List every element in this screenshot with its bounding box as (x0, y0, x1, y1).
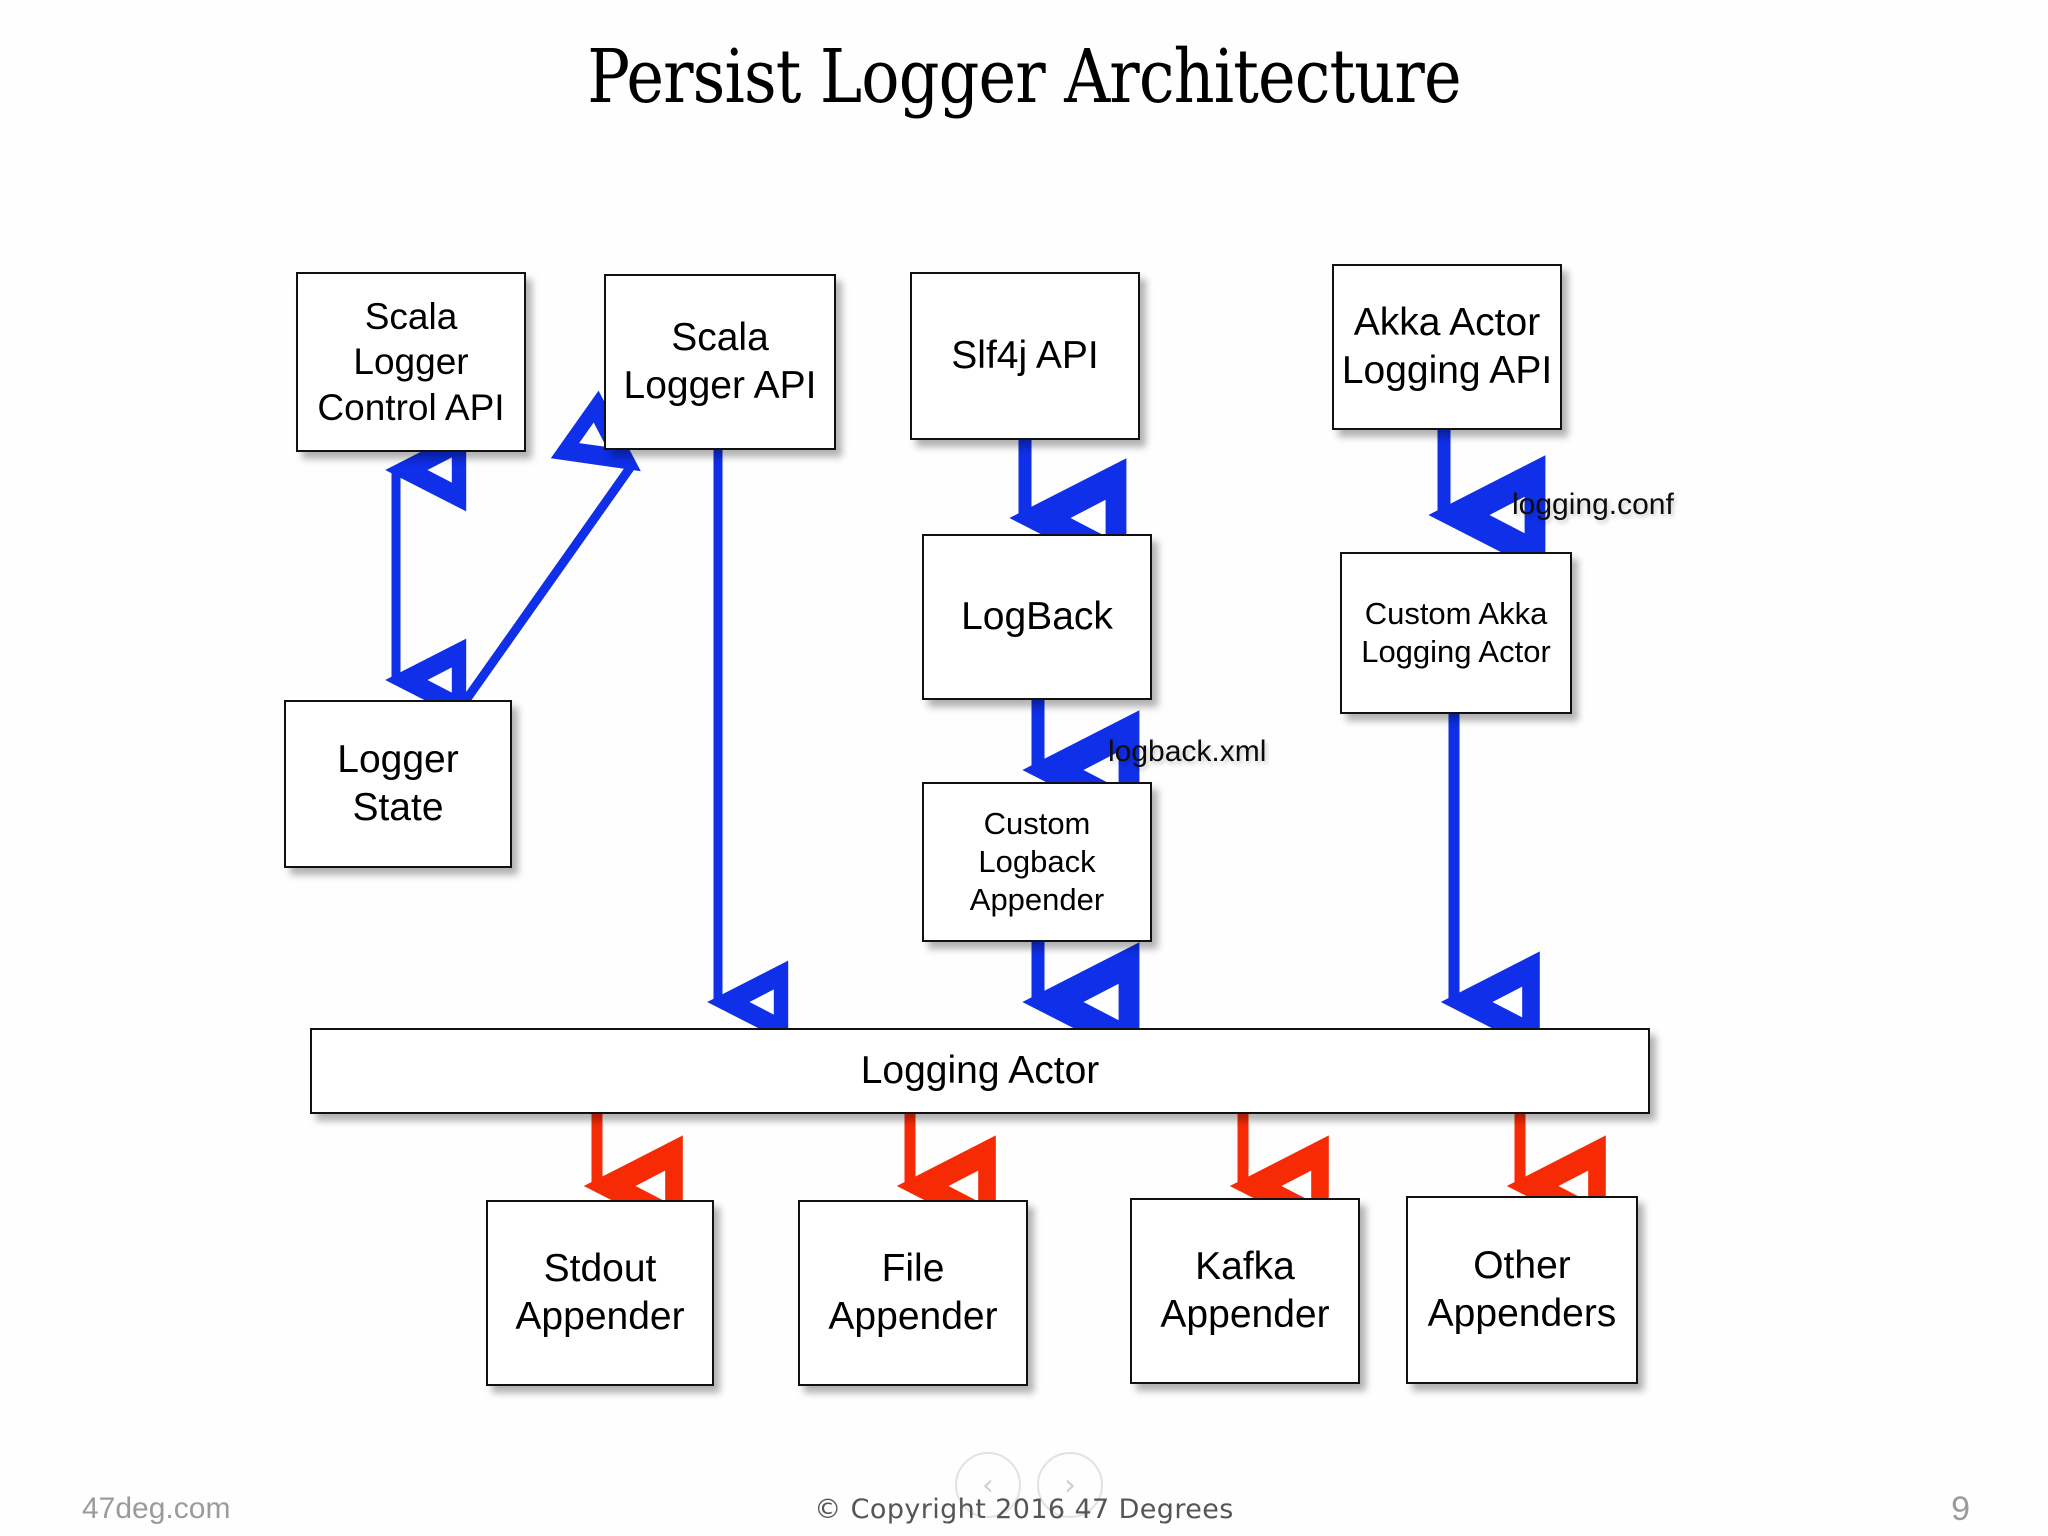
page-title: Persist Logger Architecture (587, 34, 1461, 120)
chevron-right-icon: › (1064, 1467, 1076, 1503)
annotation-logging-conf: logging.conf (1512, 488, 1674, 521)
copyright-text: © Copyright 2016 47 Degrees (814, 1494, 1234, 1525)
chevron-left-icon: ‹ (982, 1467, 994, 1503)
next-slide-button[interactable]: › (1037, 1452, 1103, 1518)
annotation-logback-xml: logback.xml (1108, 735, 1267, 768)
node-custom-akka-logging-actor[interactable]: Custom Akka Logging Actor (1340, 552, 1572, 714)
edge-state-scala-logger-api (462, 390, 641, 703)
node-akka-actor-logging-api[interactable]: Akka Actor Logging API (1332, 264, 1562, 430)
node-logback[interactable]: LogBack (922, 534, 1152, 700)
node-scala-logger-api[interactable]: Scala Logger API (604, 274, 836, 450)
node-other-appenders[interactable]: Other Appenders (1406, 1196, 1638, 1384)
node-scala-logger-control-api[interactable]: Scala Logger Control API (296, 272, 526, 452)
node-custom-logback-appender[interactable]: Custom Logback Appender (922, 782, 1152, 942)
node-stdout-appender[interactable]: Stdout Appender (486, 1200, 714, 1386)
node-file-appender[interactable]: File Appender (798, 1200, 1028, 1386)
node-kafka-appender[interactable]: Kafka Appender (1130, 1198, 1360, 1384)
footer-brand[interactable]: 47deg.com (82, 1492, 231, 1525)
page-number: 9 (1951, 1490, 1970, 1528)
node-logging-actor[interactable]: Logging Actor (310, 1028, 1650, 1114)
prev-slide-button[interactable]: ‹ (955, 1452, 1021, 1518)
node-slf4j-api[interactable]: Slf4j API (910, 272, 1140, 440)
node-logger-state[interactable]: Logger State (284, 700, 512, 868)
